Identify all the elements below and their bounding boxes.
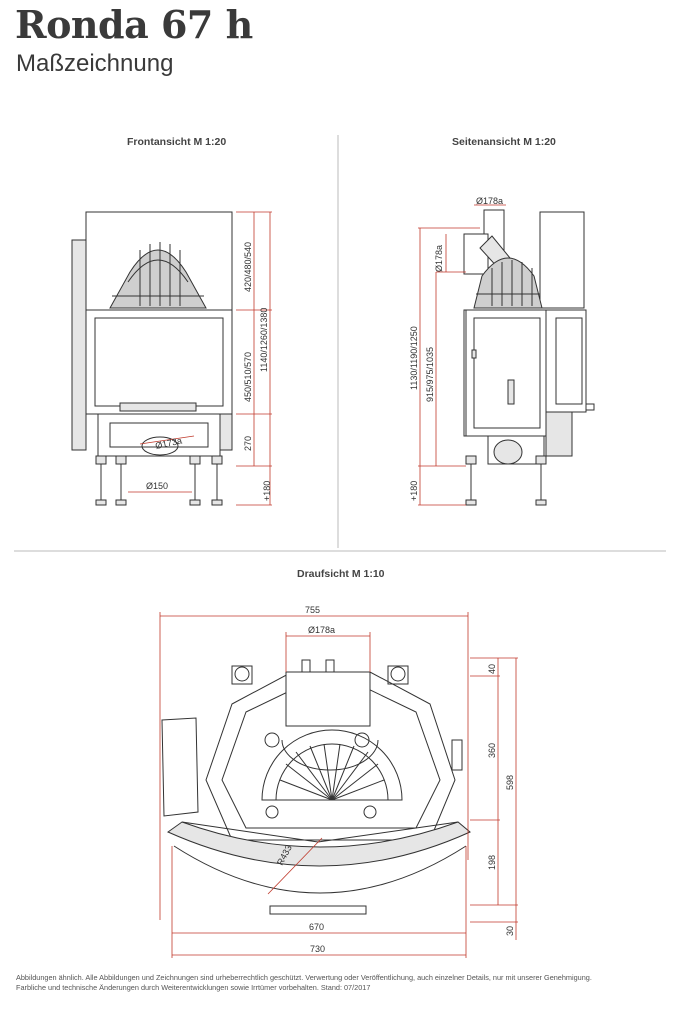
- front-view-label: Frontansicht M 1:20: [127, 136, 227, 148]
- footer-line-1: Abbildungen ähnlich. Alle Abbildungen un…: [16, 973, 592, 982]
- dim-upper-height: 420/480/540: [243, 242, 253, 292]
- dim-flue-side: Ø178a: [434, 245, 444, 272]
- top-view-drawing: [161, 659, 471, 915]
- top-dimensions: [159, 612, 518, 958]
- footer-line-2: Farbliche und technische Änderungen durc…: [16, 983, 371, 992]
- dim-air-inlet: Ø150: [146, 481, 168, 491]
- dim-30: 30: [505, 926, 515, 936]
- dim-foot-height-front: +180: [262, 481, 272, 501]
- dim-total-height-front: 1140/1260/1380: [259, 308, 269, 372]
- dim-flue-top-side: Ø178a: [476, 196, 503, 206]
- dim-base-height: 270: [243, 436, 253, 451]
- dim-total-height-side: 1130/1190/1250: [409, 326, 419, 390]
- dim-360: 360: [487, 743, 497, 758]
- dim-door-height: 450/510/570: [243, 352, 253, 402]
- dim-width-670: 670: [309, 922, 324, 932]
- dim-width-755: 755: [305, 605, 320, 615]
- dim-width-730: 730: [310, 944, 325, 954]
- side-view-drawing: [463, 209, 595, 506]
- dim-40: 40: [487, 664, 497, 674]
- footer-disclaimer: Abbildungen ähnlich. Alle Abbildungen un…: [16, 973, 666, 993]
- side-dimensions: [418, 204, 506, 506]
- dim-598: 598: [505, 775, 515, 790]
- dim-198: 198: [487, 855, 497, 870]
- top-view-label: Draufsicht M 1:10: [297, 568, 385, 580]
- dim-mid-height-side: 915/975/1035: [425, 347, 435, 402]
- dim-foot-height-side: +180: [409, 481, 419, 501]
- front-dimensions: [128, 211, 272, 506]
- page-subtitle: Maßzeichnung: [16, 50, 174, 77]
- dim-flue-top-view: Ø178a: [308, 625, 335, 635]
- side-view-label: Seitenansicht M 1:20: [452, 136, 556, 148]
- front-view-drawing: [71, 211, 233, 506]
- product-title: Ronda 67 h: [15, 2, 253, 47]
